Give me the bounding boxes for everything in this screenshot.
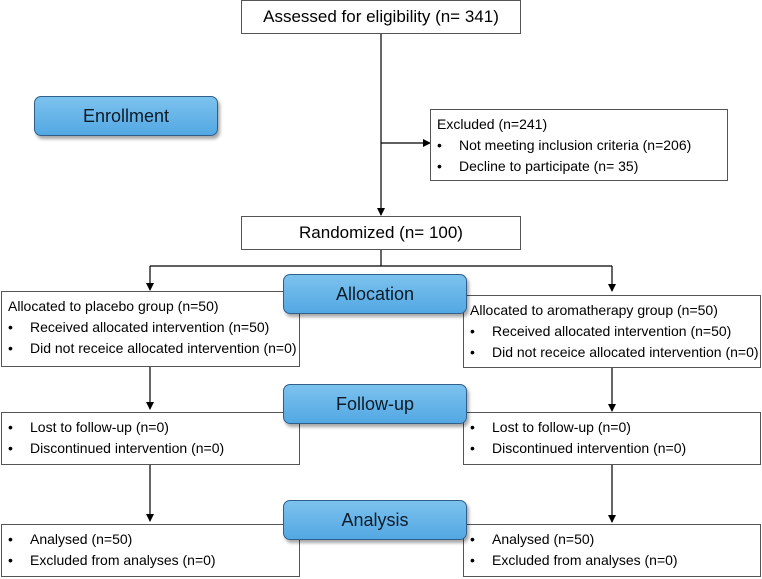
assessed-box: Assessed for eligibility (n= 341) <box>241 0 521 34</box>
bullet-icon: • <box>470 552 475 568</box>
list-item: •Did not receice allocated intervention … <box>8 338 297 359</box>
bullet-icon: • <box>8 531 13 547</box>
bullet-icon: • <box>8 319 13 335</box>
bullet-icon: • <box>8 419 13 435</box>
assessed-text: Assessed for eligibility (n= 341) <box>263 7 499 26</box>
list-item: •Lost to follow-up (n=0) <box>8 417 293 438</box>
bullet-icon: • <box>437 137 442 153</box>
allocation-label: Allocation <box>335 283 415 304</box>
excluded-box: Excluded (n=241) •Not meeting inclusion … <box>430 109 728 181</box>
allocation-stage: Allocation <box>283 274 467 314</box>
analysis-stage: Analysis <box>283 500 467 540</box>
placebo-allocation-title: Allocated to placebo group (n=50) <box>8 298 219 314</box>
list-item: •Analysed (n=50) <box>8 529 293 550</box>
followup-stage: Follow-up <box>283 384 467 424</box>
excluded-title: Excluded (n=241) <box>437 116 548 132</box>
bullet-icon: • <box>470 419 475 435</box>
enrollment-stage: Enrollment <box>34 96 218 136</box>
list-item: •Discontinued intervention (n=0) <box>8 438 293 459</box>
placebo-allocation-box: Allocated to placebo group (n=50) •Recei… <box>1 291 300 367</box>
bullet-icon: • <box>470 531 475 547</box>
analysis-label: Analysis <box>341 509 409 530</box>
aroma-allocation-box: Allocated to aromatherapy group (n=50) •… <box>463 295 761 368</box>
list-item: •Did not receice allocated intervention … <box>470 342 759 363</box>
list-item: •Received allocated intervention (n=50) <box>470 321 754 342</box>
list-item: •Decline to participate (n= 35) <box>437 156 721 177</box>
enrollment-label: Enrollment <box>82 105 170 126</box>
bullet-icon: • <box>8 552 13 568</box>
aroma-followup-box: •Lost to follow-up (n=0) •Discontinued i… <box>463 412 761 465</box>
list-item: •Lost to follow-up (n=0) <box>470 417 754 438</box>
bullet-icon: • <box>470 323 475 339</box>
bullet-icon: • <box>470 344 475 360</box>
list-item: •Excluded from analyses (n=0) <box>8 550 293 571</box>
bullet-icon: • <box>8 440 13 456</box>
list-item: •Not meeting inclusion criteria (n=206) <box>437 135 721 156</box>
randomized-text: Randomized (n= 100) <box>299 223 463 242</box>
aroma-analysis-box: •Analysed (n=50) •Excluded from analyses… <box>463 524 761 577</box>
bullet-icon: • <box>470 440 475 456</box>
placebo-followup-box: •Lost to follow-up (n=0) •Discontinued i… <box>1 412 300 465</box>
list-item: •Excluded from analyses (n=0) <box>470 550 754 571</box>
bullet-icon: • <box>8 340 13 356</box>
placebo-analysis-box: •Analysed (n=50) •Excluded from analyses… <box>1 524 300 577</box>
followup-label: Follow-up <box>335 393 415 414</box>
list-item: •Discontinued intervention (n=0) <box>470 438 754 459</box>
list-item: •Received allocated intervention (n=50) <box>8 317 293 338</box>
aroma-allocation-title: Allocated to aromatherapy group (n=50) <box>470 302 718 318</box>
bullet-icon: • <box>437 158 442 174</box>
randomized-box: Randomized (n= 100) <box>241 216 521 250</box>
list-item: •Analysed (n=50) <box>470 529 754 550</box>
